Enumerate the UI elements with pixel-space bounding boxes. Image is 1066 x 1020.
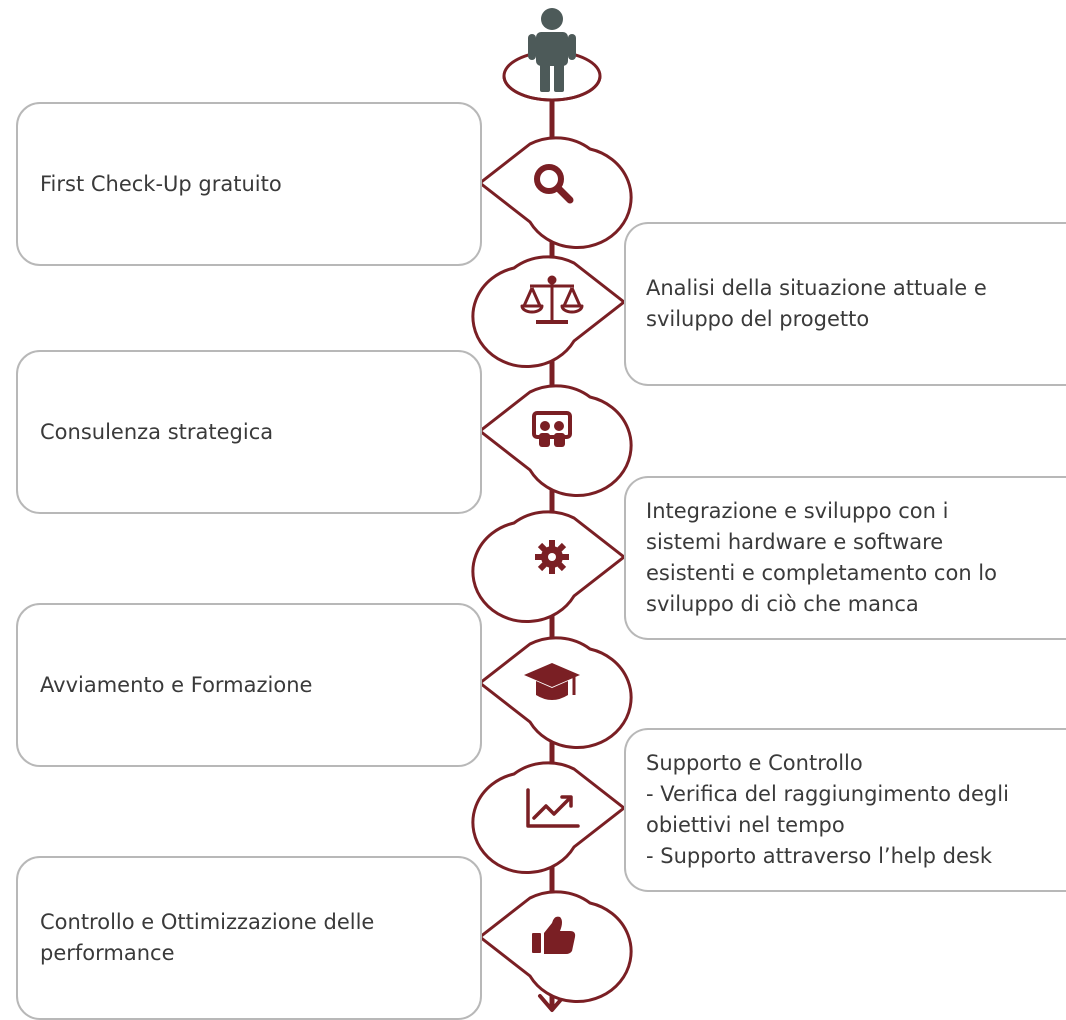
graduation-cap-icon — [524, 663, 580, 700]
step-1-label: First Check-Up gratuito — [40, 171, 282, 196]
step-4-label: Integrazione e sviluppo con i sistemi ha… — [646, 499, 997, 616]
node-scale — [471, 255, 627, 369]
presentation-icon — [532, 411, 572, 447]
step-box-5: Avviamento e Formazione — [16, 603, 482, 767]
timeline-arrow-icon — [538, 994, 566, 1012]
thumbs-up-icon — [532, 916, 576, 954]
chart-growth-icon — [526, 788, 580, 828]
node-gear — [471, 510, 627, 624]
step-3-label: Consulenza strategica — [40, 419, 274, 444]
search-icon — [534, 164, 574, 204]
step-box-1: First Check-Up gratuito — [16, 102, 482, 266]
step-2-label: Analisi della situazione attuale e svilu… — [646, 276, 987, 331]
node-search — [477, 136, 633, 250]
step-box-7: Controllo e Ottimizzazione delle perform… — [16, 856, 482, 1020]
step-box-6: Supporto e Controllo - Verifica del ragg… — [624, 728, 1066, 892]
node-chart — [471, 761, 627, 875]
step-box-3: Consulenza strategica — [16, 350, 482, 514]
gear-icon — [535, 540, 569, 574]
node-presentation — [477, 384, 633, 498]
node-thumbs — [477, 890, 633, 1004]
step-6-label: Supporto e Controllo - Verifica del ragg… — [646, 751, 1009, 868]
person-icon — [502, 8, 602, 102]
step-7-label: Controllo e Ottimizzazione delle perform… — [40, 910, 375, 965]
node-graduation — [477, 636, 633, 750]
step-box-2: Analisi della situazione attuale e svilu… — [624, 222, 1066, 386]
step-box-4: Integrazione e sviluppo con i sistemi ha… — [624, 476, 1066, 640]
step-5-label: Avviamento e Formazione — [40, 672, 313, 697]
scale-icon — [520, 275, 584, 324]
